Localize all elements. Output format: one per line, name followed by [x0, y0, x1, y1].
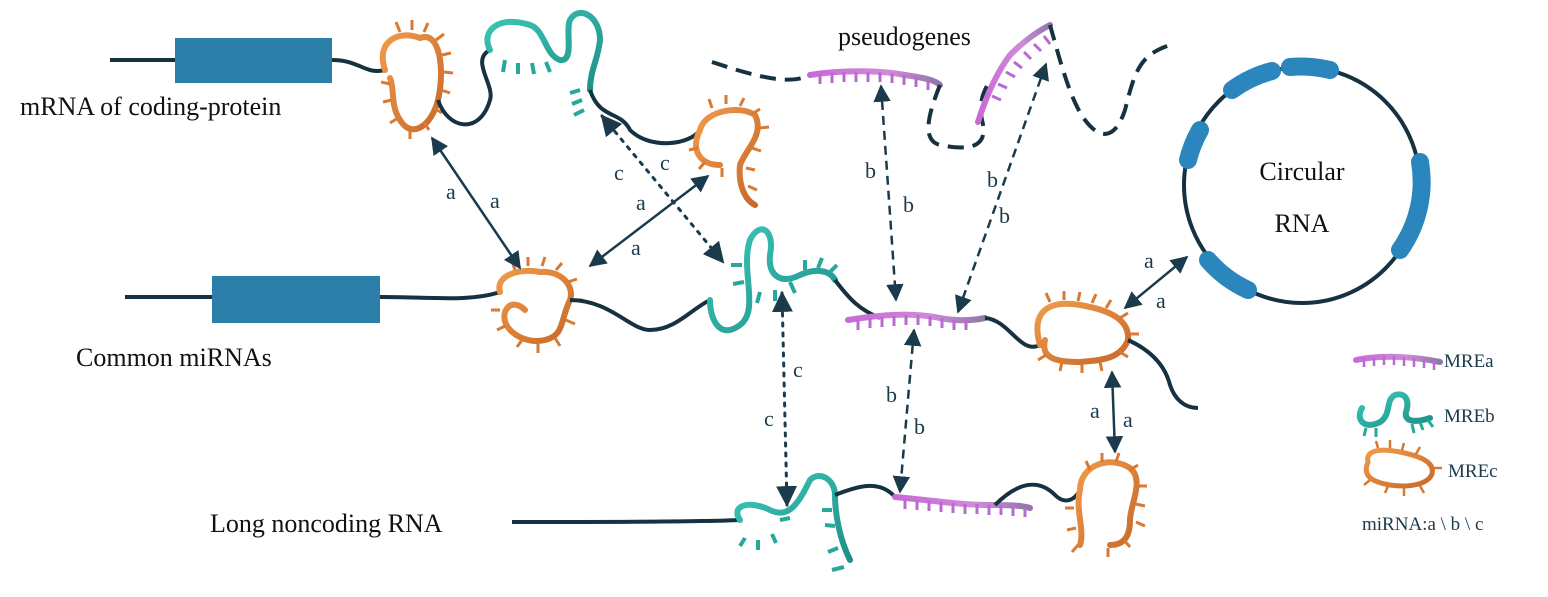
mrna-mrec2-element: [688, 95, 770, 208]
mrna-coding-box: [175, 38, 332, 83]
pseudogenes-label: pseudogenes: [838, 22, 971, 51]
lncrna-label: Long noncoding RNA: [210, 509, 443, 538]
legend: MREa MREb MREc miRNA:a \ b \ c: [1353, 351, 1498, 535]
lncrna-mrec-element: [1065, 452, 1147, 557]
letter-b-6: b: [914, 414, 925, 439]
legend-mrea-swatch: [1353, 353, 1443, 370]
letter-c-4: c: [764, 406, 774, 431]
common-mirnas-strand: [125, 226, 1199, 410]
circular-rna: Circular RNA: [1179, 57, 1431, 305]
letter-c-3: c: [793, 357, 803, 382]
letter-b-2: b: [903, 192, 914, 217]
letter-b-5: b: [886, 382, 897, 407]
pseudogene-mrea2-element: [975, 22, 1053, 125]
arrow-a-common-circular: [1123, 255, 1189, 310]
interaction-letters: a a a a c c b b b b a a c c b b a a: [446, 150, 1166, 439]
arrow-a-common-mrna2: [588, 174, 710, 268]
arrow-a-mrna-common: [430, 136, 522, 270]
arrow-c-common-lncrna: [771, 290, 798, 508]
mrna-mreb-element: [484, 9, 604, 117]
letter-a-7: a: [1090, 398, 1100, 423]
common-mrec2-element: [1034, 291, 1139, 373]
letter-b-3: b: [987, 167, 998, 192]
letter-a-4: a: [631, 235, 641, 260]
arrow-b-common-lncrna: [892, 328, 922, 494]
mrna-mrec-element: [379, 20, 454, 139]
arrow-a-common-lncrna: [1103, 370, 1124, 454]
pseudogene-mrea-element: [807, 68, 943, 90]
common-mirnas-label: Common miRNAs: [76, 343, 272, 372]
common-coding-box: [212, 276, 380, 323]
letter-c-1: c: [614, 160, 624, 185]
common-mrea-element: [845, 311, 988, 330]
letter-b-1: b: [865, 158, 876, 183]
letter-a-3: a: [636, 190, 646, 215]
letter-a-2: a: [490, 188, 500, 213]
arrow-b-pseudo-common: [873, 84, 904, 302]
legend-mrec-swatch: [1363, 440, 1442, 496]
letter-a-5: a: [1144, 248, 1154, 273]
arrow-c-mrna-common: [600, 114, 725, 264]
legend-mreb-label: MREb: [1444, 406, 1495, 427]
circular-rna-label-1: Circular: [1259, 157, 1345, 186]
letter-b-4: b: [999, 203, 1010, 228]
arrow-b-pseudo2-common: [955, 62, 1049, 314]
legend-mrec-label: MREc: [1448, 461, 1498, 482]
letter-a-8: a: [1123, 407, 1133, 432]
lncrna-mrea-element: [892, 494, 1033, 517]
legend-mrea-label: MREa: [1444, 351, 1494, 372]
legend-mreb-swatch: [1356, 391, 1435, 437]
mrna-label: mRNA of coding-protein: [20, 92, 281, 121]
legend-mirna-label: miRNA:a \ b \ c: [1362, 514, 1483, 535]
circular-rna-label-2: RNA: [1275, 209, 1330, 238]
lncrna-strand: [511, 452, 1147, 572]
letter-a-6: a: [1156, 288, 1166, 313]
lncrna-mreb-element: [734, 473, 853, 572]
common-mreb-element: [707, 226, 839, 334]
common-mrec-element: [491, 256, 583, 353]
letter-a-1: a: [446, 179, 456, 204]
letter-c-2: c: [660, 150, 670, 175]
